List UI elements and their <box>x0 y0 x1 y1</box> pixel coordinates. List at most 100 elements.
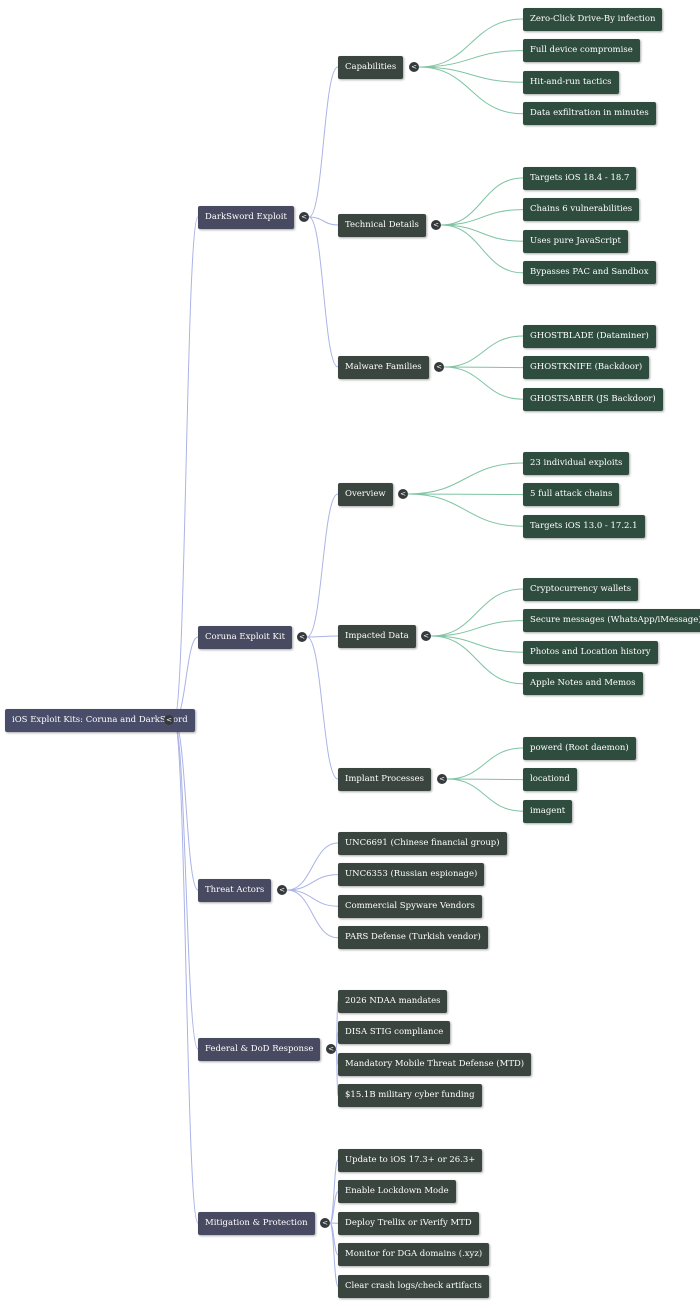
link-sub-leaf-0-0-1 <box>418 50 524 68</box>
link-sub-leaf-0-1-3 <box>440 224 524 274</box>
leaf-node-0-0-1[interactable]: Full device compromise <box>523 39 640 63</box>
leaf-node-4-2[interactable]: Deploy Trellix or iVerify MTD <box>338 1211 479 1235</box>
link-sub-leaf-0-0-2 <box>418 66 524 83</box>
link-sub-leaf-0-2-2 <box>443 366 524 400</box>
link-sub-leaf-0-0-0 <box>418 18 524 68</box>
link-branch-leaf-2-3 <box>286 889 339 939</box>
link-sub-leaf-0-0-3 <box>418 66 524 115</box>
branch-toggle-2[interactable]: < <box>277 885 287 895</box>
link-sub-leaf-1-0-1 <box>407 493 524 496</box>
branch-toggle-3[interactable]: < <box>326 1044 336 1054</box>
link-branch-leaf-2-0 <box>286 842 339 891</box>
link-branch-leaf-2-1 <box>286 874 339 891</box>
link-sub-leaf-0-1-1 <box>440 209 524 226</box>
leaf-node-1-0-2[interactable]: Targets iOS 13.0 - 17.2.1 <box>523 514 645 538</box>
link-root-branch-0 <box>173 216 199 721</box>
leaf-node-1-2-2[interactable]: imagent <box>523 799 573 823</box>
link-branch-leaf-2-2 <box>286 889 339 907</box>
sub-toggle-1-2[interactable]: < <box>437 774 447 784</box>
link-sub-leaf-1-1-0 <box>430 588 524 637</box>
link-branch-leaf-4-4 <box>329 1222 339 1287</box>
leaf-node-3-3[interactable]: $15.1B military cyber funding <box>338 1084 482 1108</box>
leaf-node-4-3[interactable]: Monitor for DGA domains (.xyz) <box>338 1243 490 1267</box>
link-sub-leaf-0-2-1 <box>443 366 524 369</box>
leaf-node-1-1-0[interactable]: Cryptocurrency wallets <box>523 577 639 601</box>
link-branch-sub-1-2 <box>306 636 339 780</box>
link-sub-leaf-1-1-3 <box>430 635 524 685</box>
link-branch-sub-1-0 <box>306 493 339 638</box>
link-sub-leaf-1-0-0 <box>407 462 524 495</box>
leaf-node-3-0[interactable]: 2026 NDAA mandates <box>338 989 448 1013</box>
leaf-node-1-2-1[interactable]: locationd <box>523 768 577 792</box>
link-sub-leaf-1-2-1 <box>446 778 524 781</box>
branch-node-3[interactable]: Federal & DoD Response <box>198 1037 321 1061</box>
link-branch-leaf-3-1 <box>335 1032 339 1050</box>
sub-toggle-0-2[interactable]: < <box>434 362 444 372</box>
link-branch-sub-0-1 <box>308 216 339 226</box>
branch-node-1[interactable]: Coruna Exploit Kit <box>198 625 292 649</box>
leaf-node-2-0[interactable]: UNC6691 (Chinese financial group) <box>338 831 507 855</box>
branch-toggle-4[interactable]: < <box>320 1218 330 1228</box>
leaf-node-0-2-2[interactable]: GHOSTSABER (JS Backdoor) <box>523 387 663 411</box>
leaf-node-0-1-3[interactable]: Bypasses PAC and Sandbox <box>523 261 656 285</box>
leaf-node-4-1[interactable]: Enable Lockdown Mode <box>338 1180 456 1204</box>
link-branch-sub-1-1 <box>306 635 339 638</box>
leaf-node-2-2[interactable]: Commercial Spyware Vendors <box>338 894 482 918</box>
link-sub-leaf-1-0-2 <box>407 493 524 527</box>
link-sub-leaf-0-1-2 <box>440 224 524 242</box>
sub-toggle-0-1[interactable]: < <box>431 220 441 230</box>
sub-toggle-1-0[interactable]: < <box>398 489 408 499</box>
link-branch-leaf-4-1 <box>329 1191 339 1224</box>
leaf-node-0-0-0[interactable]: Zero-Click Drive-By infection <box>523 7 663 31</box>
leaf-node-2-1[interactable]: UNC6353 (Russian espionage) <box>338 863 485 887</box>
leaf-node-0-1-1[interactable]: Chains 6 vulnerabilities <box>523 198 640 222</box>
link-branch-leaf-3-3 <box>335 1048 339 1097</box>
leaf-node-3-1[interactable]: DISA STIG compliance <box>338 1021 451 1045</box>
leaf-node-1-1-1[interactable]: Secure messages (WhatsApp/iMessage) <box>523 609 700 633</box>
root-toggle[interactable]: < <box>164 715 174 725</box>
branch-toggle-1[interactable]: < <box>297 632 307 642</box>
link-root-branch-2 <box>173 719 199 891</box>
link-sub-leaf-1-2-0 <box>446 747 524 780</box>
branch-toggle-0[interactable]: < <box>299 212 309 222</box>
sub-node-1-0[interactable]: Overview <box>338 482 393 506</box>
leaf-node-1-0-1[interactable]: 5 full attack chains <box>523 483 620 507</box>
leaf-node-1-2-0[interactable]: powerd (Root daemon) <box>523 736 636 760</box>
leaf-node-1-0-0[interactable]: 23 individual exploits <box>523 451 630 475</box>
sub-node-0-1[interactable]: Technical Details <box>338 213 426 237</box>
root-node[interactable]: iOS Exploit Kits: Coruna and DarkSword <box>5 708 195 732</box>
leaf-node-4-0[interactable]: Update to iOS 17.3+ or 26.3+ <box>338 1148 483 1172</box>
link-sub-leaf-0-2-0 <box>443 335 524 368</box>
link-branch-sub-0-2 <box>308 216 339 368</box>
leaf-node-1-1-3[interactable]: Apple Notes and Memos <box>523 672 643 696</box>
link-root-branch-3 <box>173 719 199 1050</box>
link-root-branch-4 <box>173 719 199 1224</box>
branch-node-2[interactable]: Threat Actors <box>198 878 272 902</box>
link-branch-leaf-4-0 <box>329 1159 339 1224</box>
leaf-node-2-3[interactable]: PARS Defense (Turkish vendor) <box>338 926 488 950</box>
leaf-node-0-2-1[interactable]: GHOSTKNIFE (Backdoor) <box>523 356 650 380</box>
link-sub-leaf-0-1-0 <box>440 177 524 226</box>
link-sub-leaf-1-2-2 <box>446 778 524 812</box>
leaf-node-3-2[interactable]: Mandatory Mobile Threat Defense (MTD) <box>338 1052 532 1076</box>
sub-node-0-2[interactable]: Malware Families <box>338 355 429 379</box>
leaf-node-0-0-2[interactable]: Hit-and-run tactics <box>523 70 619 94</box>
leaf-node-1-1-2[interactable]: Photos and Location history <box>523 640 658 664</box>
leaf-node-0-0-3[interactable]: Data exfiltration in minutes <box>523 102 656 126</box>
sub-node-1-1[interactable]: Impacted Data <box>338 624 416 648</box>
link-sub-leaf-1-1-1 <box>430 620 524 637</box>
sub-toggle-1-1[interactable]: < <box>421 631 431 641</box>
sub-node-0-0[interactable]: Capabilities <box>338 55 404 79</box>
leaf-node-4-4[interactable]: Clear crash logs/check artifacts <box>338 1274 489 1298</box>
sub-node-1-2[interactable]: Implant Processes <box>338 767 432 791</box>
leaf-node-0-1-2[interactable]: Uses pure JavaScript <box>523 229 628 253</box>
link-branch-sub-0-0 <box>308 66 339 218</box>
leaf-node-0-1-0[interactable]: Targets iOS 18.4 - 18.7 <box>523 166 637 190</box>
branch-node-0[interactable]: DarkSword Exploit <box>198 205 294 229</box>
link-root-branch-1 <box>173 636 199 721</box>
leaf-node-0-2-0[interactable]: GHOSTBLADE (Dataminer) <box>523 324 656 348</box>
sub-toggle-0-0[interactable]: < <box>409 62 419 72</box>
branch-node-4[interactable]: Mitigation & Protection <box>198 1211 315 1235</box>
